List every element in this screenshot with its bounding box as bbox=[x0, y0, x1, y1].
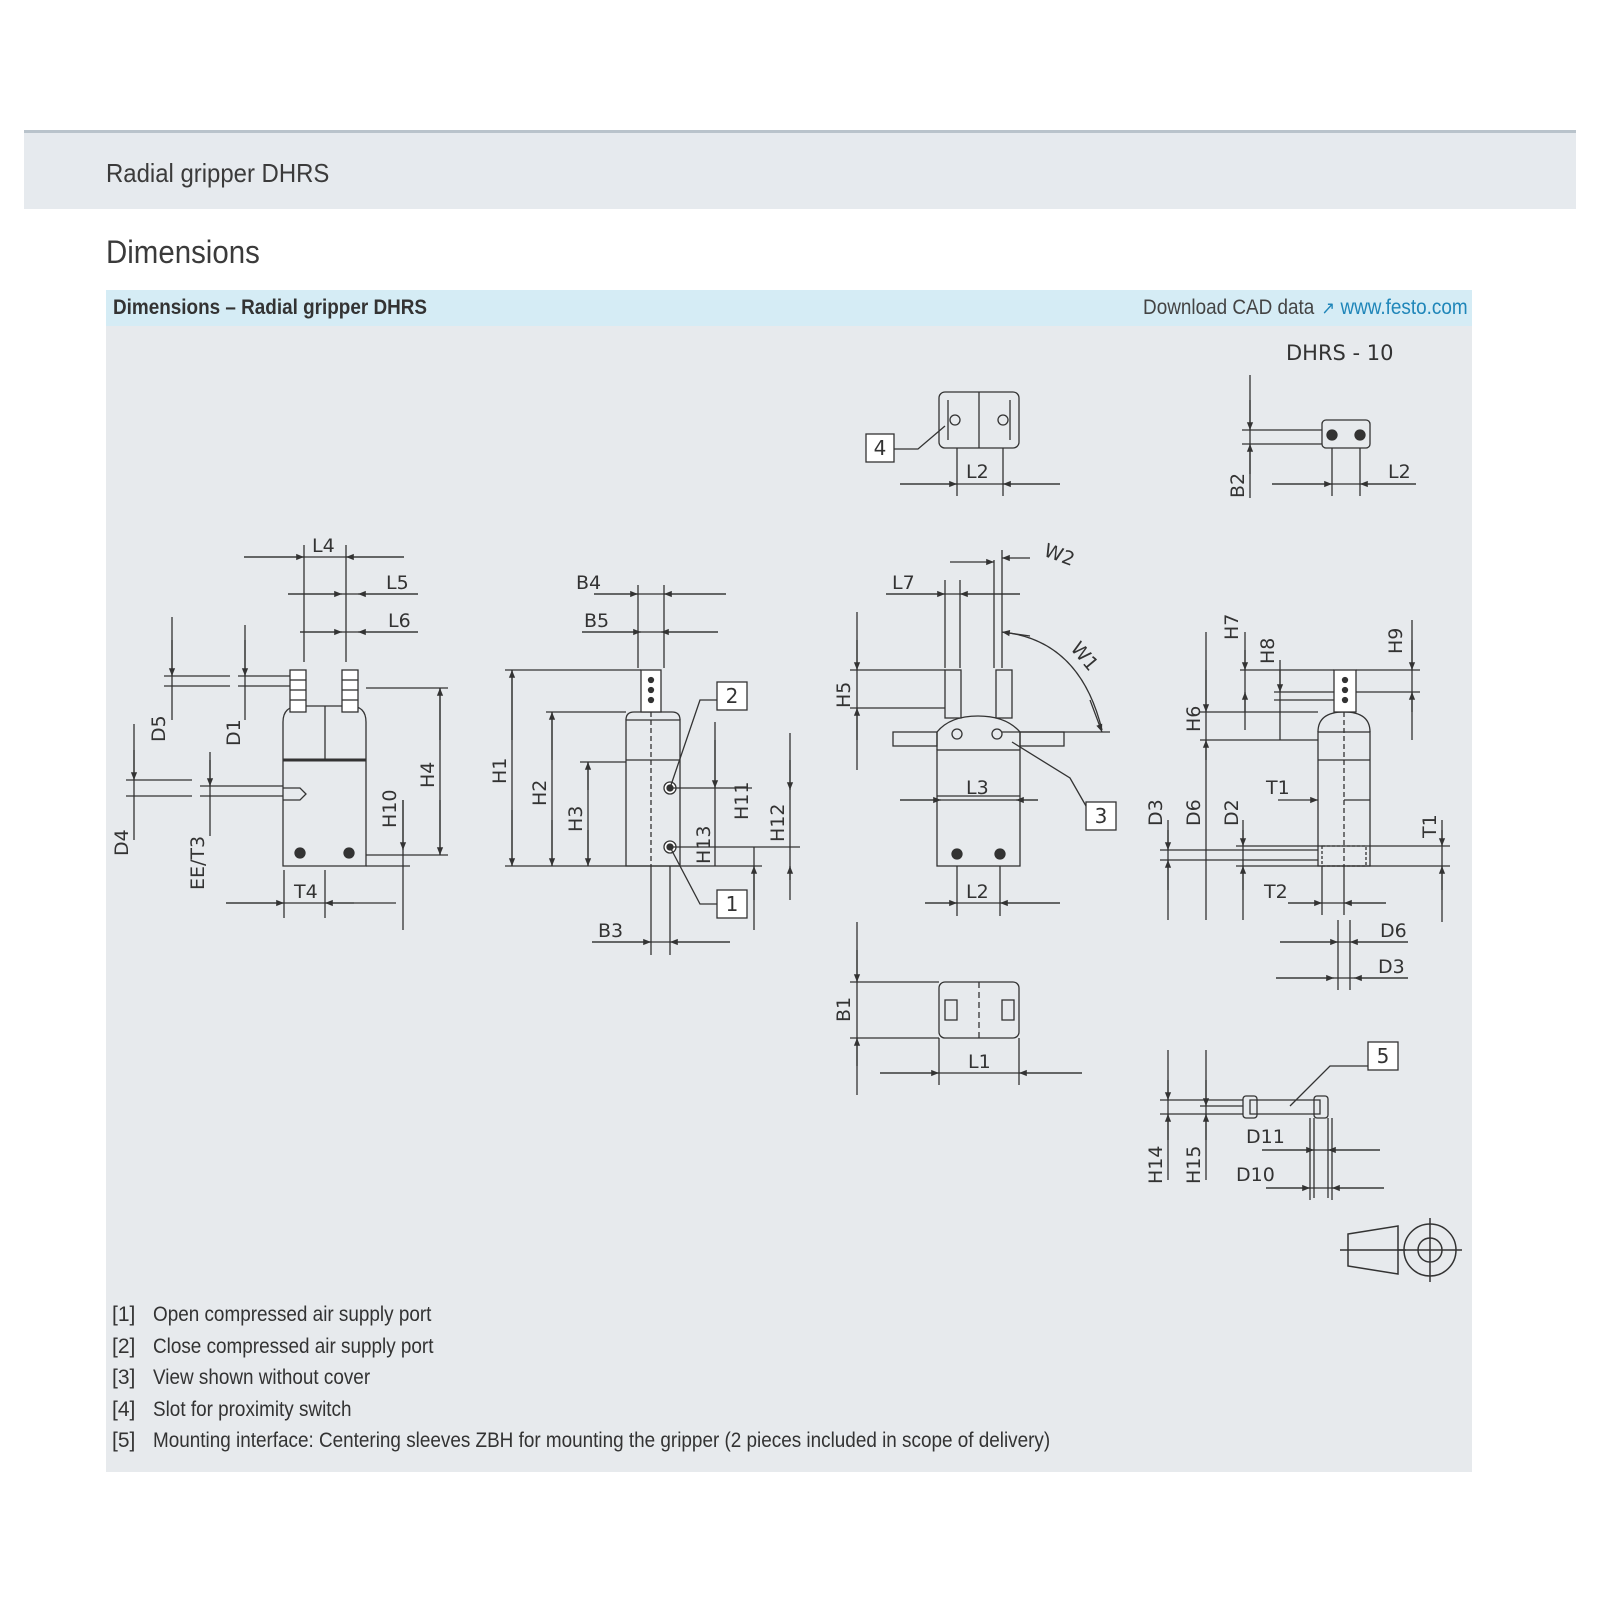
dim-b5: B5 bbox=[584, 610, 609, 632]
dim-ee-t3: EE/T3 bbox=[187, 836, 209, 890]
model-label: DHRS - 10 bbox=[1286, 341, 1394, 365]
dim-l7: L7 bbox=[892, 572, 915, 594]
callout-4: 4 bbox=[874, 436, 887, 460]
legend-number: [3] bbox=[112, 1366, 136, 1389]
legend-number: [1] bbox=[112, 1303, 136, 1326]
dim-w2: W2 bbox=[1041, 540, 1078, 571]
section-title: Dimensions bbox=[106, 234, 260, 270]
dim-d10: D10 bbox=[1236, 1164, 1275, 1186]
dim-t4: T4 bbox=[293, 881, 318, 903]
dim-t1-front: T1 bbox=[1265, 777, 1290, 799]
legend-item: [2] Close compressed air supply port bbox=[112, 1335, 1150, 1367]
dim-t1: T1 bbox=[1419, 814, 1441, 839]
header-rule bbox=[24, 130, 1576, 133]
dim-d1: D1 bbox=[223, 719, 245, 746]
dim-h11: H11 bbox=[731, 782, 753, 820]
side-view bbox=[126, 545, 448, 930]
callout-1: 1 bbox=[726, 892, 739, 916]
dim-h10: H10 bbox=[379, 790, 401, 828]
legend-text: Mounting interface: Centering sleeves ZB… bbox=[153, 1429, 1051, 1452]
dim-l1: L1 bbox=[968, 1051, 991, 1073]
dim-d2: D2 bbox=[1221, 799, 1243, 826]
dim-h9: H9 bbox=[1385, 628, 1407, 654]
legend-item: [1] Open compressed air supply port bbox=[112, 1303, 1150, 1335]
dim-t2: T2 bbox=[1263, 881, 1288, 903]
dim-h8: H8 bbox=[1257, 638, 1279, 664]
callout-2: 2 bbox=[726, 684, 739, 708]
dim-h5: H5 bbox=[833, 682, 855, 708]
callout-5: 5 bbox=[1377, 1044, 1390, 1068]
dim-l4: L4 bbox=[312, 535, 335, 557]
dim-l6: L6 bbox=[388, 610, 411, 632]
panel-title: Dimensions – Radial gripper DHRS bbox=[113, 296, 428, 319]
dim-l2-top: L2 bbox=[966, 461, 989, 483]
callout-3: 3 bbox=[1095, 804, 1108, 828]
cad-download-link[interactable]: www.festo.com bbox=[1340, 296, 1468, 319]
legend-number: [5] bbox=[112, 1429, 136, 1452]
dim-h13: H13 bbox=[693, 826, 715, 864]
dim-d4: D4 bbox=[111, 829, 133, 856]
dim-h15: H15 bbox=[1183, 1146, 1205, 1184]
dim-h12: H12 bbox=[767, 804, 789, 842]
top-view-slot bbox=[893, 391, 1060, 496]
bottom-view bbox=[850, 922, 1082, 1095]
callout-boxes: 4 2 3 1 5 bbox=[716, 433, 1399, 1071]
dim-l2-front: L2 bbox=[966, 881, 989, 903]
dim-h2: H2 bbox=[529, 780, 551, 806]
legend-number: [2] bbox=[112, 1334, 136, 1358]
legend-text: Open compressed air supply port bbox=[153, 1303, 432, 1326]
legend-item: [5] Mounting interface: Centering sleeve… bbox=[112, 1429, 1150, 1461]
dim-d11: D11 bbox=[1246, 1126, 1285, 1148]
dim-h1: H1 bbox=[489, 758, 511, 784]
product-title: Radial gripper DHRS bbox=[106, 158, 330, 188]
legend-number: [4] bbox=[112, 1397, 136, 1421]
dim-h3: H3 bbox=[565, 806, 587, 832]
legend-text: Slot for proximity switch bbox=[153, 1397, 352, 1421]
cad-download-label: Download CAD data bbox=[1143, 296, 1315, 319]
dim-l2-small: L2 bbox=[1388, 461, 1411, 483]
legend-list: [1] Open compressed air supply port [2] … bbox=[112, 1303, 1150, 1461]
cad-download: Download CAD data ↗www.festo.com bbox=[1143, 296, 1468, 320]
legend-text: Close compressed air supply port bbox=[153, 1334, 434, 1358]
dim-h14: H14 bbox=[1145, 1146, 1167, 1184]
dim-h4: H4 bbox=[417, 762, 439, 788]
dim-b3: B3 bbox=[598, 920, 623, 942]
dim-b4: B4 bbox=[576, 572, 601, 594]
front-view bbox=[505, 585, 800, 955]
vertical-dimension-labels: D5 D1 D4 EE/T3 H10 H4 H1 H2 H3 H11 H12 H… bbox=[111, 473, 1441, 1184]
dim-d6-front: D6 bbox=[1380, 920, 1407, 942]
dim-w1: W1 bbox=[1066, 638, 1103, 676]
jaw-view bbox=[850, 550, 1110, 916]
legend-text: View shown without cover bbox=[153, 1366, 371, 1389]
panel-header bbox=[106, 290, 1472, 326]
dim-d3: D3 bbox=[1145, 799, 1167, 826]
dim-h6: H6 bbox=[1183, 706, 1205, 732]
centering-sleeve-view bbox=[1160, 1050, 1384, 1200]
legend-item: [3] View shown without cover bbox=[112, 1366, 1150, 1398]
dim-b2: B2 bbox=[1227, 473, 1249, 498]
dim-d6: D6 bbox=[1183, 799, 1205, 826]
legend-item: [4] Slot for proximity switch bbox=[112, 1398, 1150, 1430]
projection-symbol bbox=[1340, 1218, 1462, 1282]
right-side-view bbox=[1160, 620, 1450, 990]
dim-b1: B1 bbox=[833, 997, 855, 1022]
dim-d5: D5 bbox=[148, 715, 170, 742]
small-top-view bbox=[1242, 375, 1416, 498]
dim-h7: H7 bbox=[1221, 614, 1243, 640]
dim-l5: L5 bbox=[386, 572, 409, 594]
header-band bbox=[24, 133, 1576, 209]
link-icon: ↗ bbox=[1321, 298, 1336, 318]
dimensions-panel bbox=[106, 290, 1472, 1472]
dim-d3-front: D3 bbox=[1378, 956, 1405, 978]
dim-l3: L3 bbox=[966, 777, 989, 799]
